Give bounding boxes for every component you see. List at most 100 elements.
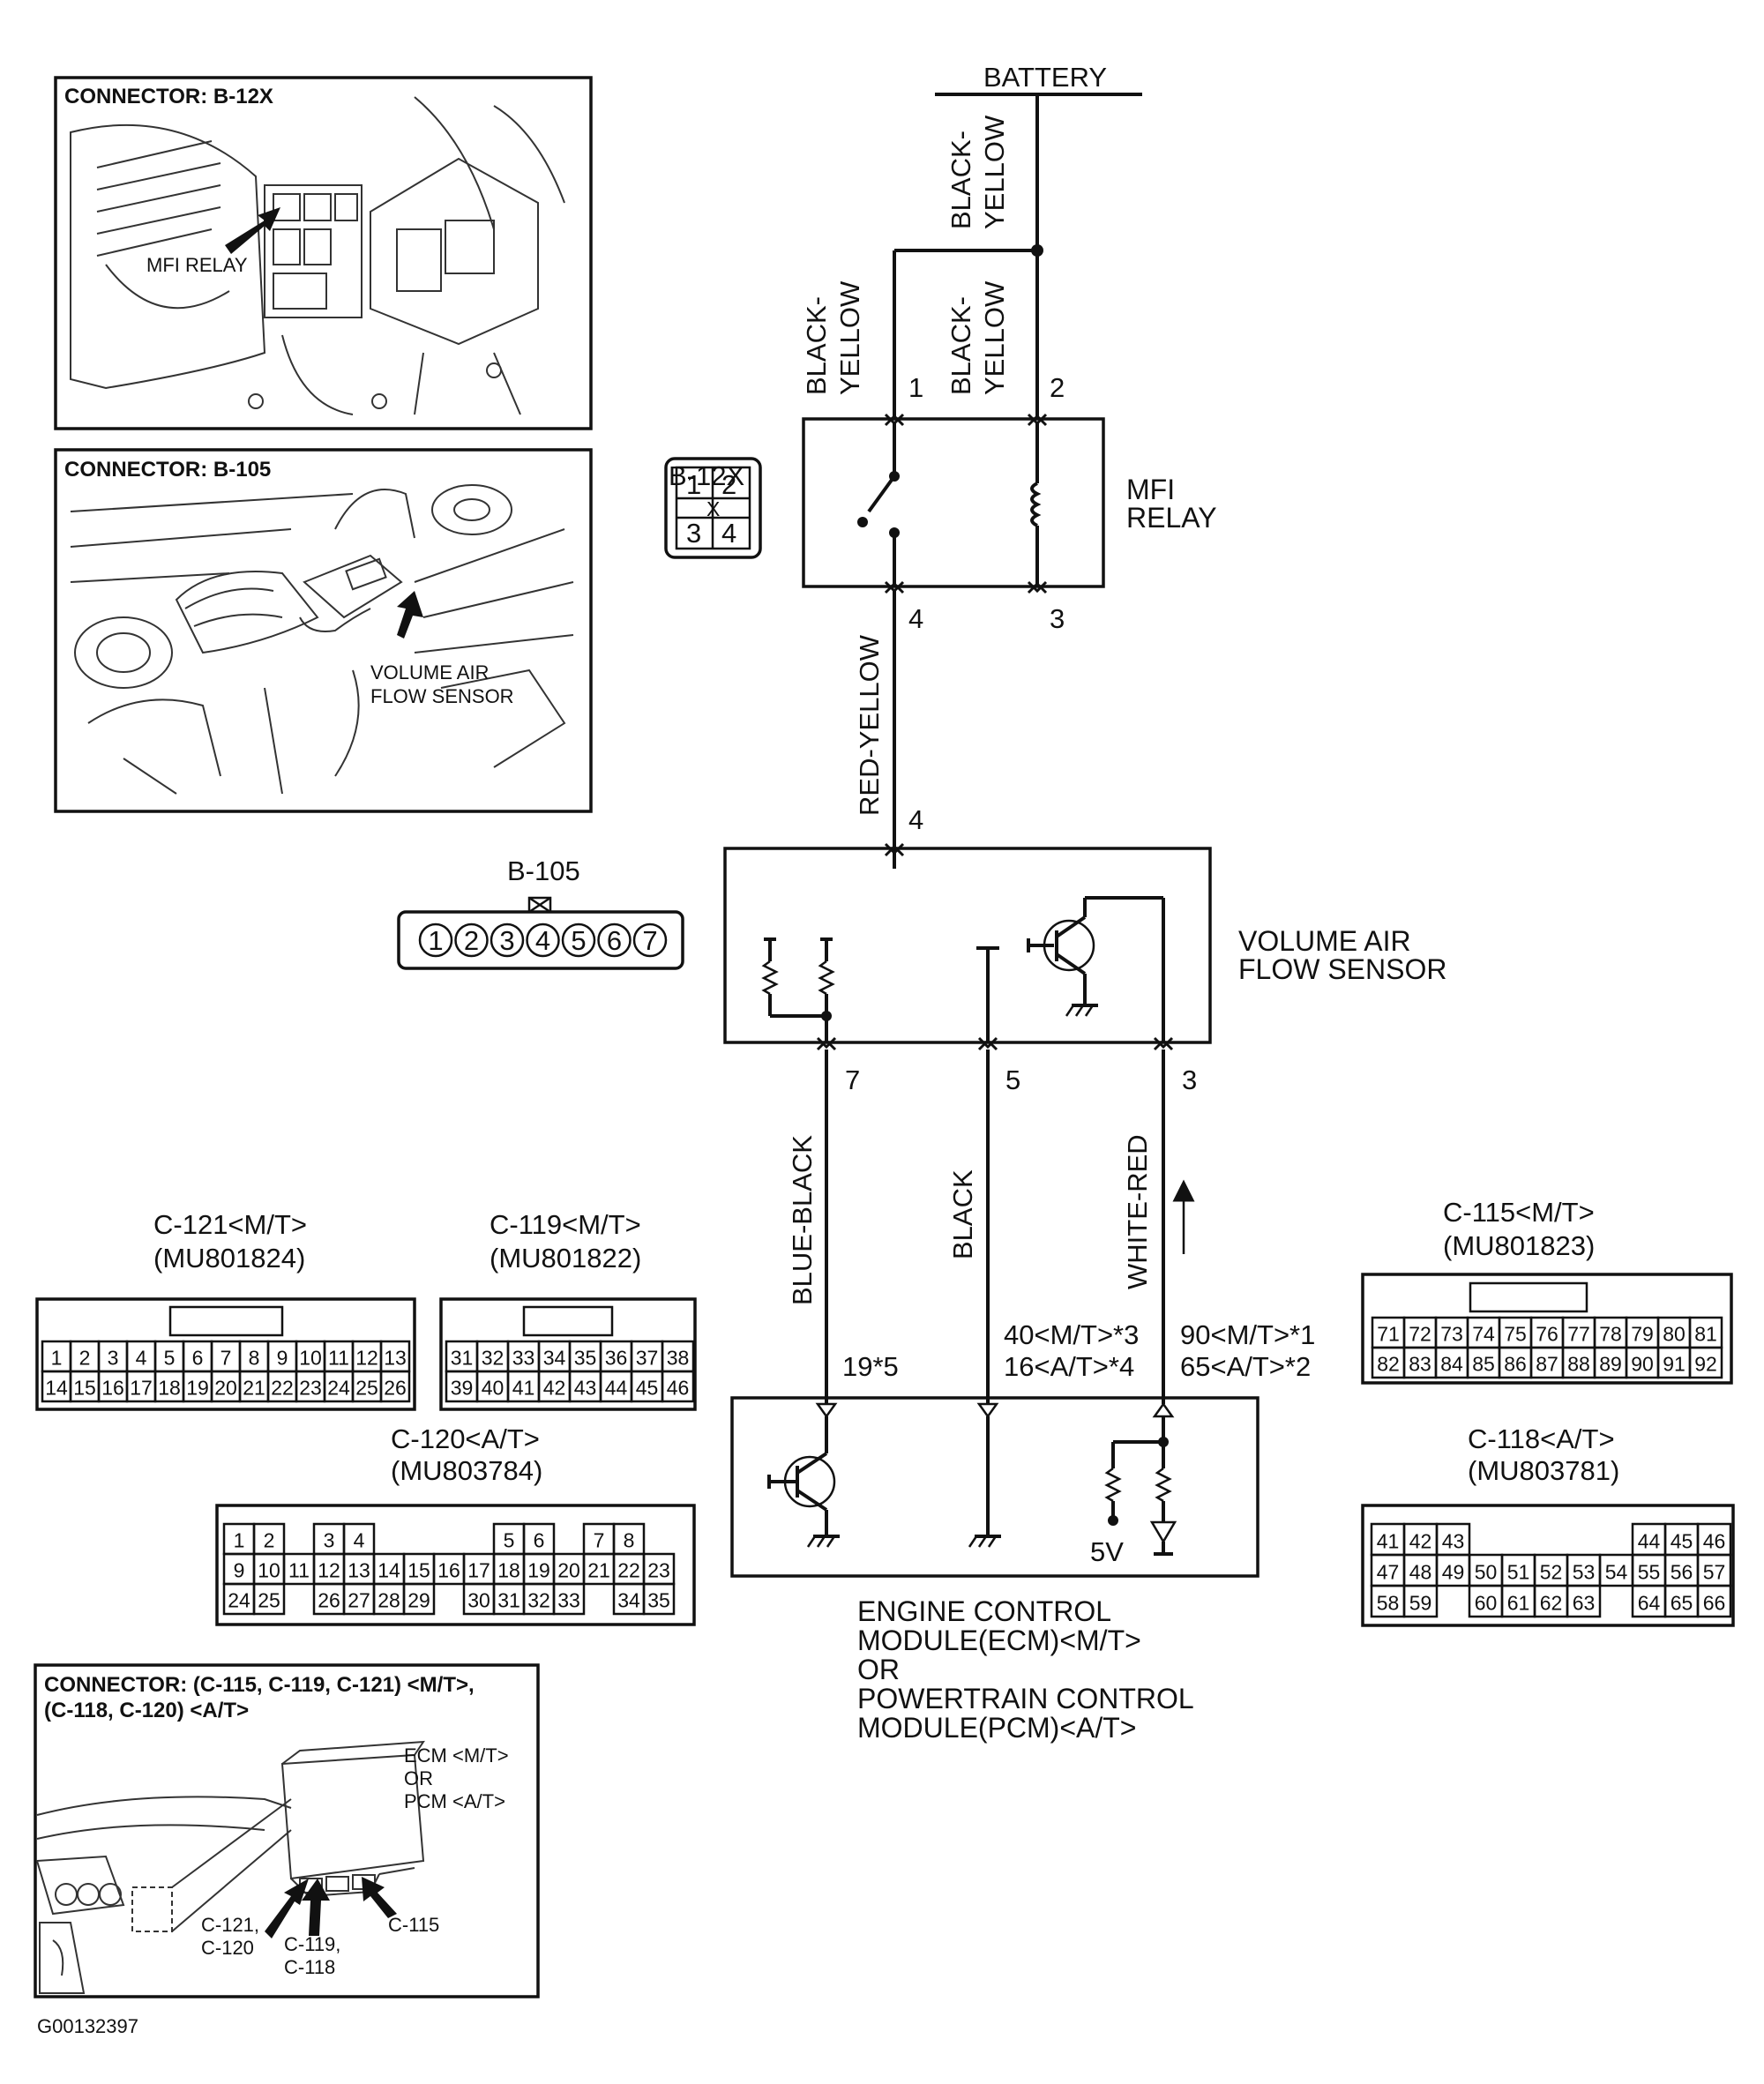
c121-pin-6: 6: [192, 1347, 204, 1370]
c119-pin-33: 33: [512, 1347, 535, 1370]
c120-cell: [252, 1582, 286, 1616]
b105-pin-7: 7: [642, 925, 657, 956]
c118-pin-55: 55: [1638, 1560, 1661, 1583]
c119-pin-42: 42: [543, 1377, 566, 1400]
c115-pin-87: 87: [1536, 1353, 1558, 1376]
c120-pin-9: 9: [234, 1559, 245, 1582]
c119-pin-43: 43: [574, 1377, 597, 1400]
b105-pin-4: 4: [535, 925, 550, 956]
c115-pin-77: 77: [1567, 1323, 1590, 1346]
photo-b12x-title: CONNECTOR: B-12X: [64, 85, 273, 108]
b12x-pin-4: 4: [721, 518, 736, 549]
c120-pin-4: 4: [354, 1529, 365, 1552]
c118-cell: [1402, 1584, 1439, 1618]
c121-pin-9: 9: [277, 1347, 288, 1370]
c120-pin-29: 29: [407, 1589, 430, 1612]
c115-pin-84: 84: [1440, 1353, 1463, 1376]
c119-pin-39: 39: [451, 1377, 474, 1400]
ecm-pin-19-label: 19*5: [842, 1351, 899, 1382]
figure-id: G00132397: [37, 2015, 138, 2037]
relay-pin-2-label: 2: [1050, 372, 1065, 403]
c119-pin-46: 46: [667, 1377, 690, 1400]
c118-pin-52: 52: [1540, 1560, 1563, 1583]
c119-pin-31: 31: [451, 1347, 474, 1370]
c120-pin-12: 12: [318, 1559, 340, 1582]
c121-pin-20: 20: [214, 1377, 237, 1400]
c118-cell: [1566, 1584, 1602, 1618]
b105-pin-3: 3: [499, 925, 514, 956]
c119-pin-34: 34: [543, 1347, 566, 1370]
c121-pin-26: 26: [384, 1377, 407, 1400]
c120-pin-35: 35: [647, 1589, 670, 1612]
c120-pin-28: 28: [377, 1589, 400, 1612]
c118-pin-42: 42: [1409, 1529, 1432, 1552]
c115-pin-74: 74: [1472, 1323, 1495, 1346]
c121-pin-10: 10: [299, 1347, 322, 1370]
c118-pin-44: 44: [1638, 1529, 1661, 1552]
wire-color-battery-feed: BLACK-YELLOW: [946, 115, 1010, 229]
c120-pin-6: 6: [534, 1529, 545, 1552]
c115-pin-86: 86: [1504, 1353, 1527, 1376]
c119-pin-38: 38: [667, 1347, 690, 1370]
c118-pin-48: 48: [1409, 1560, 1432, 1583]
c119-pin-40: 40: [482, 1377, 505, 1400]
c121-pin-24: 24: [327, 1377, 350, 1400]
c121-label: C-121<M/T>(MU801824): [153, 1209, 307, 1274]
wire-color-relay-pin1: BLACK-YELLOW: [801, 280, 865, 395]
c120-pin-26: 26: [318, 1589, 340, 1612]
c120-pin-31: 31: [497, 1589, 520, 1612]
c118-pin-66: 66: [1703, 1591, 1726, 1614]
c121-pin-4: 4: [136, 1347, 147, 1370]
c121-pin-2: 2: [79, 1347, 91, 1370]
c121-cell: [379, 1370, 411, 1403]
b12x-pin-2: 2: [721, 469, 736, 500]
b12x-pin-1: 1: [686, 469, 701, 500]
b105-pin-circle: [561, 922, 596, 958]
c118-pin-64: 64: [1638, 1591, 1661, 1614]
b105-label: B-105: [507, 855, 580, 886]
c120-pin-19: 19: [527, 1559, 550, 1582]
c121-pin-16: 16: [101, 1377, 124, 1400]
c118-pin-47: 47: [1377, 1560, 1400, 1583]
c115-pin-75: 75: [1504, 1323, 1527, 1346]
c119-cell: [661, 1370, 695, 1403]
c118-pin-57: 57: [1703, 1560, 1726, 1583]
photo-connector-ecm: CONNECTOR: (C-115, C-119, C-121) <M/T>,(…: [34, 1663, 540, 1998]
c120-pin-15: 15: [407, 1559, 430, 1582]
c115-pin-71: 71: [1377, 1323, 1400, 1346]
c115-pin-78: 78: [1599, 1323, 1622, 1346]
c118-pin-58: 58: [1377, 1591, 1400, 1614]
c121-pin-14: 14: [45, 1377, 68, 1400]
c121-pin-17: 17: [130, 1377, 153, 1400]
c119-pin-32: 32: [482, 1347, 505, 1370]
b105-pin-circle: [490, 922, 525, 958]
sensor-to-ecm-wires: BLUE-BLACK BLACK WHITE-RED 19*5 40<M/T>*…: [787, 1049, 1315, 1404]
c120-pin-25: 25: [258, 1589, 280, 1612]
c118-pin-61: 61: [1507, 1591, 1530, 1614]
c118-pin-46: 46: [1703, 1529, 1726, 1552]
c118-pin-43: 43: [1442, 1529, 1465, 1552]
battery-label: BATTERY: [983, 62, 1107, 93]
c120-cell: [642, 1582, 676, 1616]
relay-pin-3-label: 3: [1050, 603, 1065, 634]
photo-b105-title: CONNECTOR: B-105: [64, 458, 271, 482]
c121-pin-23: 23: [299, 1377, 322, 1400]
c118-pin-63: 63: [1573, 1591, 1596, 1614]
c119-label: C-119<M/T>(MU801822): [490, 1209, 641, 1274]
photo-connector-b12x: CONNECTOR: B-12X MFI RELAY: [54, 76, 593, 430]
c115-pin-73: 73: [1440, 1323, 1463, 1346]
c120-pin-2: 2: [264, 1529, 275, 1552]
c118-pin-49: 49: [1442, 1560, 1465, 1583]
c119-pin-41: 41: [512, 1377, 535, 1400]
photo-c121-callout: C-121,C-120: [201, 1914, 259, 1959]
c121-pin-3: 3: [108, 1347, 119, 1370]
c115-label: C-115<M/T>(MU801823): [1443, 1197, 1595, 1261]
c120-pin-11: 11: [288, 1559, 310, 1582]
